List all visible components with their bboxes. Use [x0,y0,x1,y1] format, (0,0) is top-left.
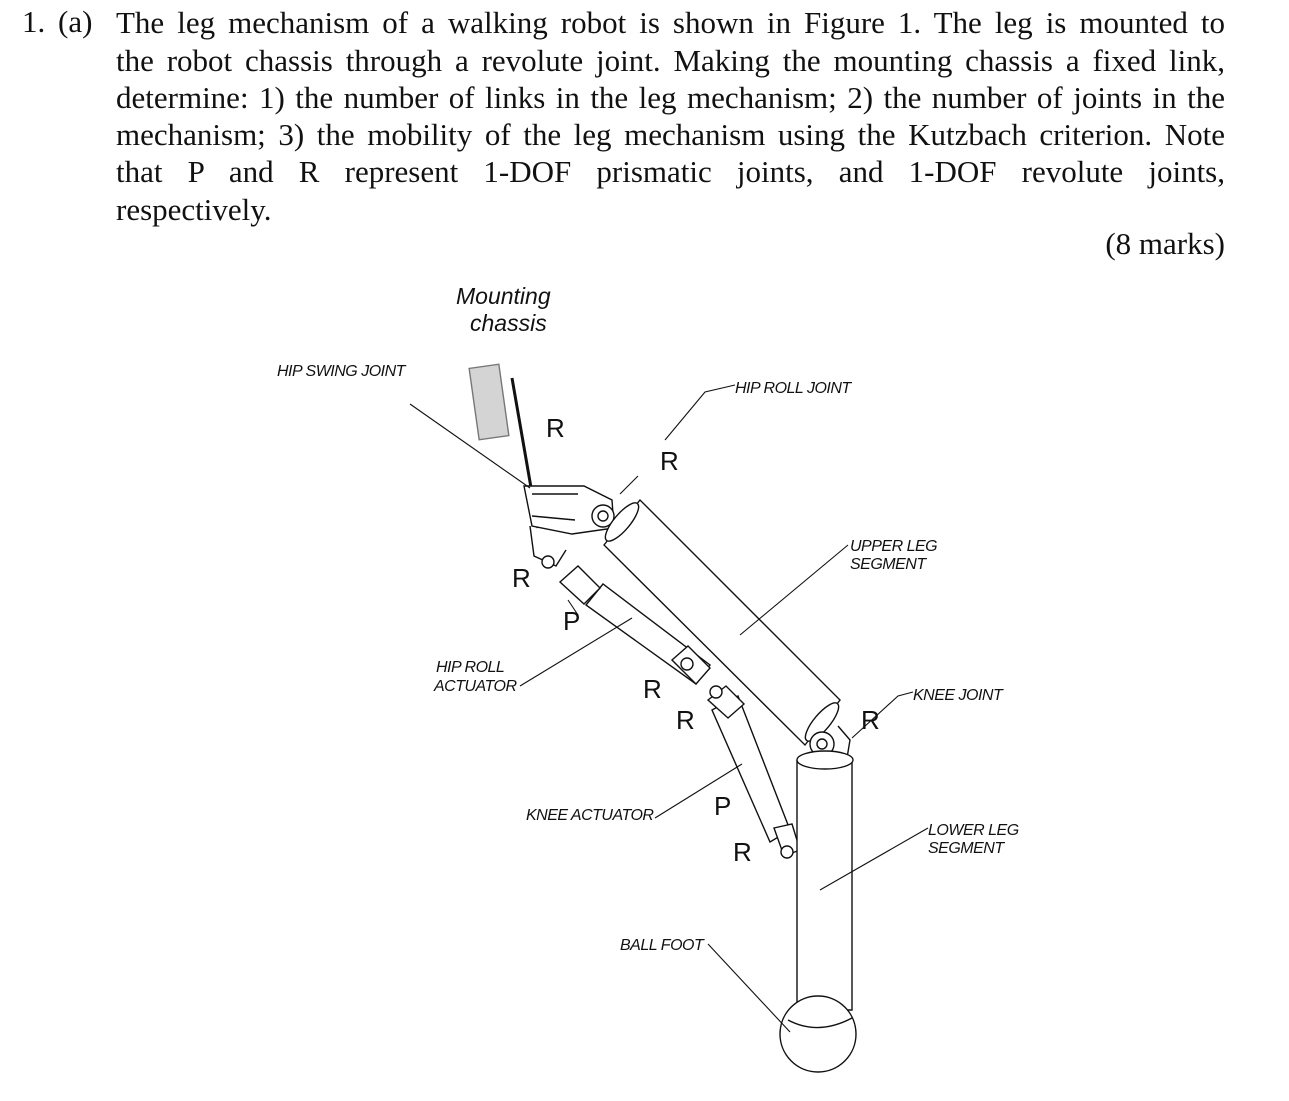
question-text-line-4: mechanism; 3) the mobility of the leg me… [116,117,1225,152]
upper-leg-label-line-2: SEGMENT [850,556,927,573]
hip-bracket [523,485,615,569]
question-part: (a) [58,4,93,39]
leader-p-hip [567,599,579,616]
joint-p-knee-actuator: P [714,791,731,821]
joint-r-knee: R [861,705,880,735]
chassis-label-line-2: chassis [470,310,547,336]
leader-hip-roll-r [619,475,639,495]
joint-r-hip-roll: R [660,446,679,476]
leader-knee-joint [851,691,914,739]
leader-lower-leg [819,827,929,891]
ball-foot-body [779,995,857,1073]
question-number: 1. [22,4,46,39]
leader-knee-actuator [654,763,743,819]
lower-leg-label-line-1: LOWER LEG [928,822,1019,839]
leader-ball-foot [707,943,791,1033]
question-text-line-5: that P and R represent 1-DOF prismatic j… [116,154,1225,189]
knee-actuator-body [706,685,801,859]
leader-hip-swing [409,403,531,489]
chassis-label-line-1: Mounting [456,283,551,309]
leader-upper-leg [739,544,849,636]
hip-roll-actuator-label-line-2: ACTUATOR [433,678,517,695]
knee-actuator-label: KNEE ACTUATOR [526,807,654,824]
question-text-line-1: The leg mechanism of a walking robot is … [116,5,1225,40]
upper-leg-label-line-1: UPPER LEG [850,538,937,555]
marks-label: (8 marks) [1105,226,1225,261]
joint-p-hip-actuator: P [563,606,580,636]
joint-r-mid-1: R [643,674,662,704]
lower-leg-segment-body [796,750,854,1011]
hip-swing-joint-label: HIP SWING JOINT [277,363,407,380]
joint-r-chassis: R [546,413,565,443]
leader-hip-roll-actuator [519,617,633,687]
question-text-line-2: the robot chassis through a revolute joi… [116,43,1225,78]
hip-roll-joint-label: HIP ROLL JOINT [735,380,852,397]
mounting-chassis-block [468,363,510,441]
leader-hip-roll [664,384,736,441]
joint-r-lower: R [733,837,752,867]
knee-joint-label: KNEE JOINT [913,687,1004,704]
question-text-line-6: respectively. [116,192,272,227]
upper-leg-segment-body [603,498,841,747]
hip-roll-actuator-label-line-1: HIP ROLL [436,659,504,676]
hip-roll-actuator-body [558,565,711,686]
joint-r-hip-left: R [512,563,531,593]
joint-r-mid-2: R [676,705,695,735]
lower-leg-label-line-2: SEGMENT [928,840,1005,857]
ball-foot-label: BALL FOOT [620,937,705,954]
question-text-line-3: determine: 1) the number of links in the… [116,80,1225,115]
